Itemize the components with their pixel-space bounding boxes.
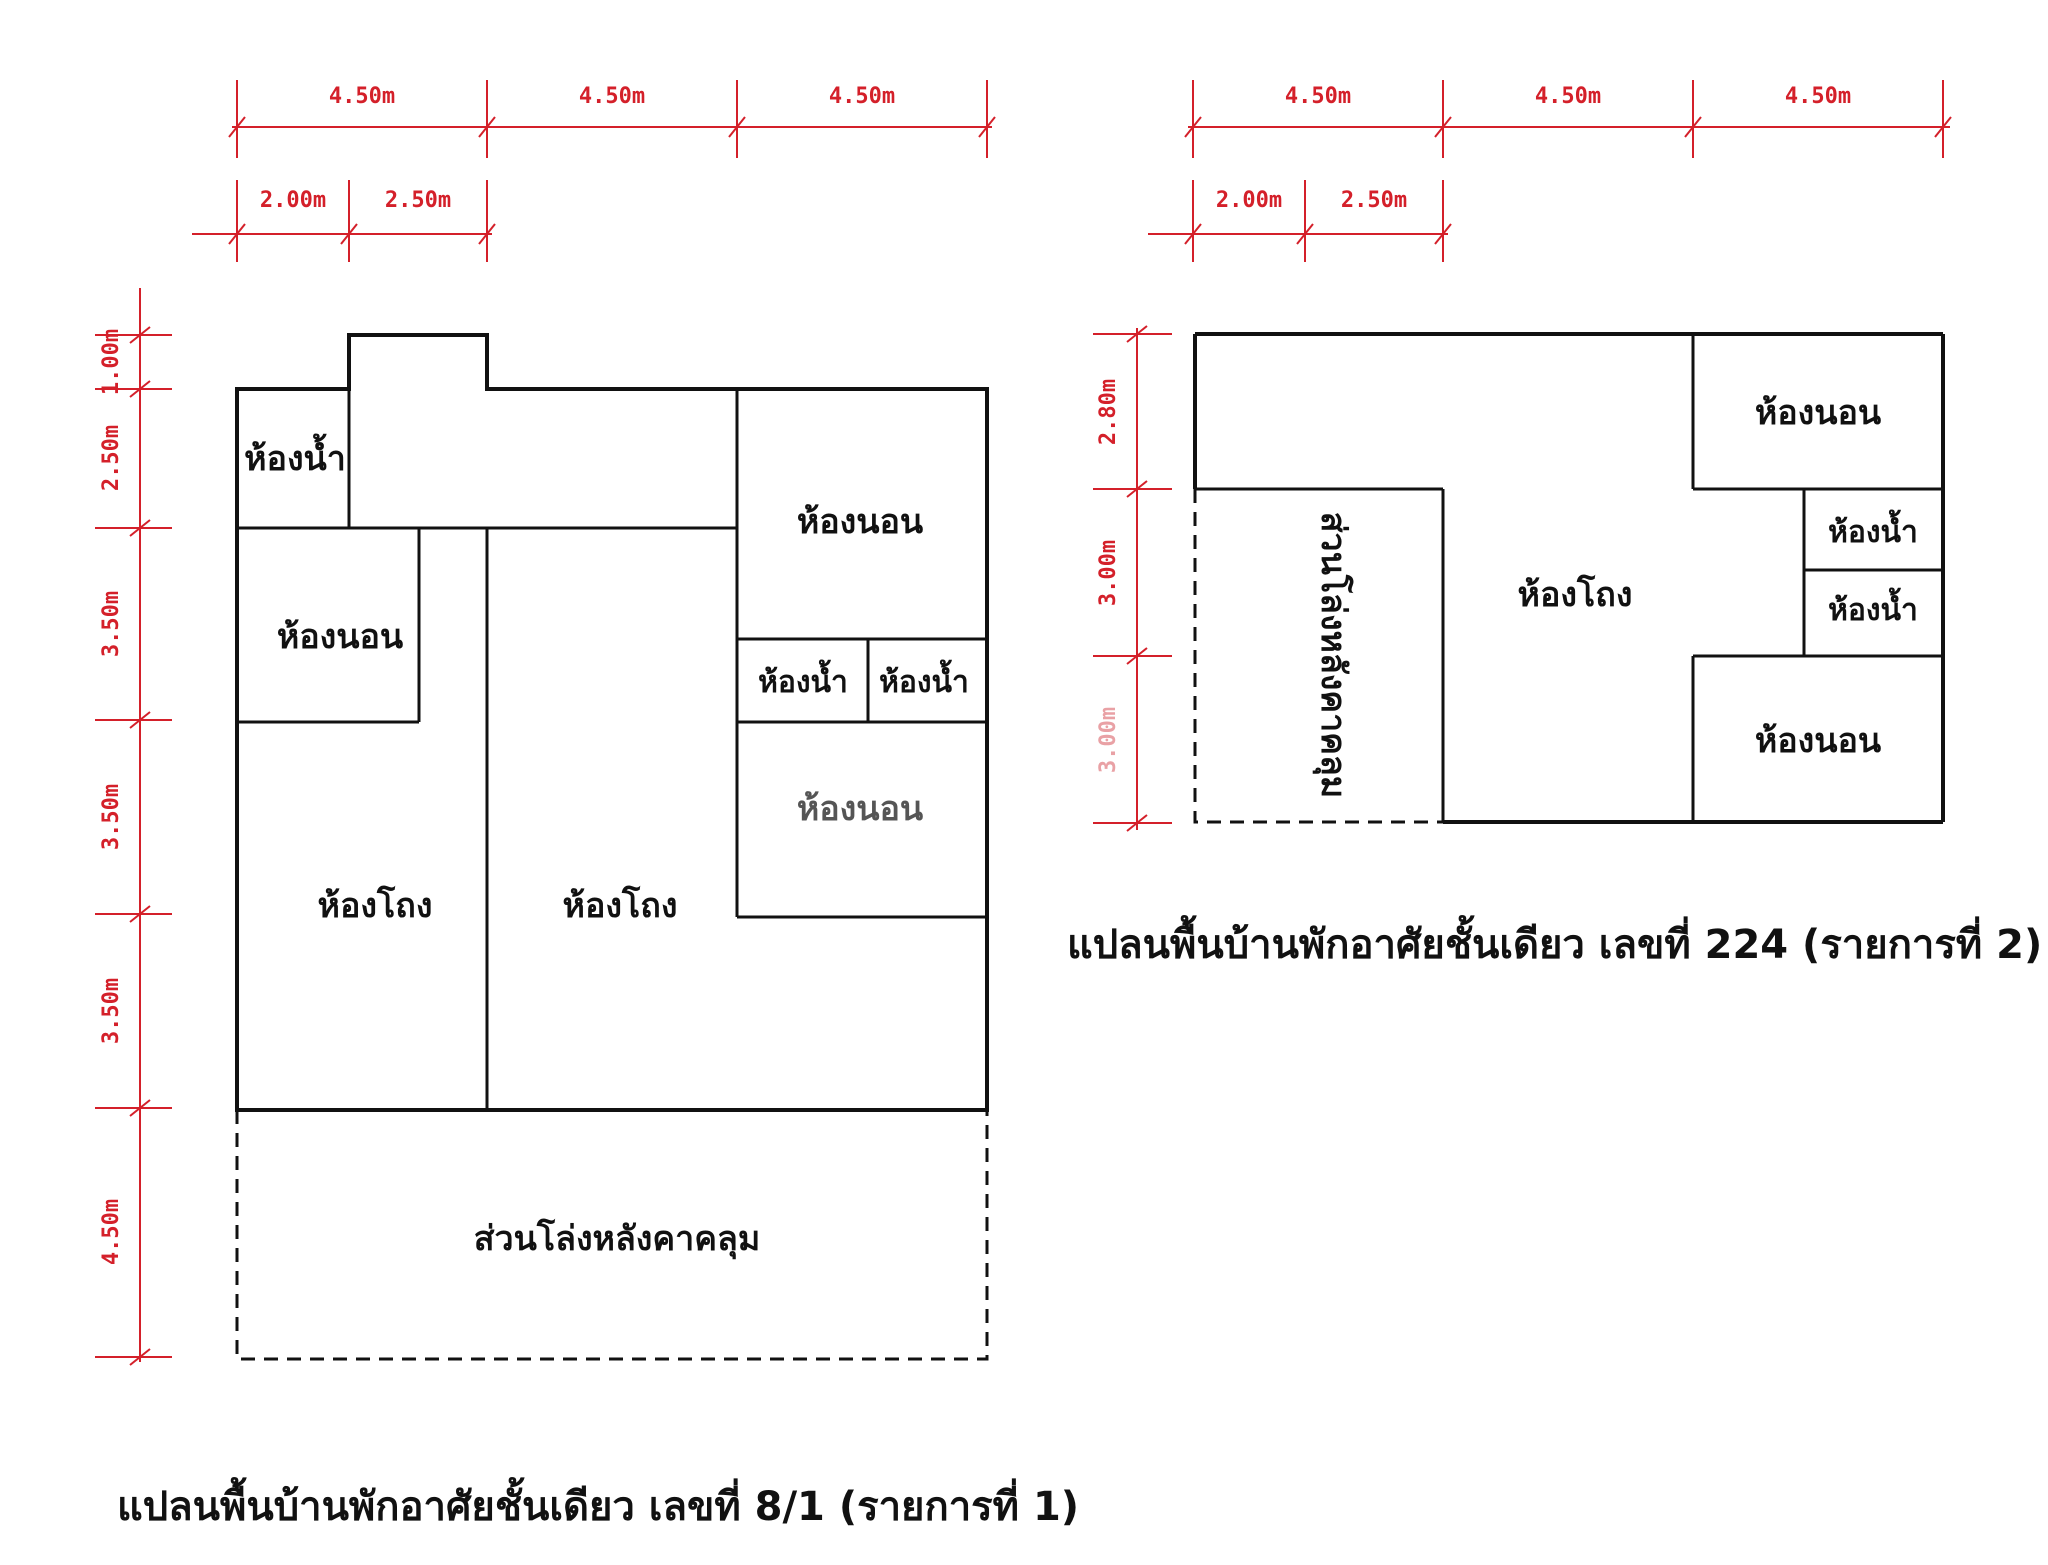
plan-1-room-labels: ห้องน้ำ ห้องนอน ห้องนอน ห้องน้ำ ห้องน้ำ … xyxy=(244,433,969,1260)
plan-2-dim-top-3: 4.50m xyxy=(1785,84,1851,109)
plan-2-room-hall: ห้องโถง xyxy=(1518,574,1633,615)
plan-2-dim-left-1: 2.80m xyxy=(1096,379,1121,445)
plan-1-room-covered-area: ส่วนโล่งหลังคาคลุม xyxy=(474,1218,760,1260)
plan-2-dim-top-2: 4.50m xyxy=(1535,84,1601,109)
plan-1-dim-sub-2: 2.50m xyxy=(385,188,451,213)
plan-1-room-bath-right-2: ห้องน้ำ xyxy=(879,659,969,700)
plan-1-room-bath-right-1: ห้องน้ำ xyxy=(758,659,848,700)
plan-2-sub-dimensions: 2.00m 2.50m xyxy=(1148,180,1452,262)
plan-1-room-bed-top-right: ห้องนอน xyxy=(797,502,923,542)
plan-1-top-dimensions: 4.50m 4.50m 4.50m xyxy=(228,80,996,158)
plan-1-dim-top-2: 4.50m xyxy=(579,84,645,109)
plan-1-room-hall-center: ห้องโถง xyxy=(563,885,678,926)
plan-1-dim-left-3: 3.50m xyxy=(99,591,124,657)
plan-2-room-bed-top: ห้องนอน xyxy=(1755,393,1881,433)
plan-1-dim-left-4: 3.50m xyxy=(99,784,124,850)
plan-1: 4.50m 4.50m 4.50m 2.00m 2.50m xyxy=(95,80,1079,1530)
plan-1-dim-top-1: 4.50m xyxy=(329,84,395,109)
plan-2-dim-sub-2: 2.50m xyxy=(1341,188,1407,213)
plan-2-room-covered-area: ส่วนโล่งหลังคาคลุม xyxy=(1312,512,1354,798)
plan-2-room-labels: ห้องนอน ห้องน้ำ ห้องน้ำ ห้องนอน ห้องโถง … xyxy=(1312,393,1918,798)
plan-2: 4.50m 4.50m 4.50m 2.00m 2.50m xyxy=(1067,80,2042,968)
plan-1-room-bed-right-lower: ห้องนอน xyxy=(797,789,923,829)
plan-2-dim-left-3: 3.00m xyxy=(1096,707,1121,773)
plan-1-dim-left-2: 2.50m xyxy=(99,425,124,491)
plan-2-room-bath-1: ห้องน้ำ xyxy=(1828,509,1918,550)
plan-1-room-hall-left: ห้องโถง xyxy=(318,885,433,926)
plan-1-room-bed-left: ห้องนอน xyxy=(277,617,403,657)
plan-1-dim-left-5: 3.50m xyxy=(99,978,124,1044)
plan-1-walls xyxy=(235,333,989,1361)
plan-2-walls xyxy=(1193,332,1945,824)
plan-1-dim-sub-1: 2.00m xyxy=(260,188,326,213)
plan-2-left-dimensions: 2.80m 3.00m 3.00m xyxy=(1093,325,1172,832)
plan-2-dim-left-2: 3.00m xyxy=(1096,540,1121,606)
plan-2-top-dimensions: 4.50m 4.50m 4.50m xyxy=(1184,80,1952,158)
plan-2-room-bed-bottom: ห้องนอน xyxy=(1755,721,1881,761)
plan-2-dim-top-1: 4.50m xyxy=(1285,84,1351,109)
plan-1-dim-left-1: 1.00m xyxy=(99,329,124,395)
plan-1-title: แปลนพื้นบ้านพักอาศัยชั้นเดียว เลขที่ 8/1… xyxy=(117,1477,1079,1530)
plan-2-dim-sub-1: 2.00m xyxy=(1216,188,1282,213)
plan-2-room-bath-2: ห้องน้ำ xyxy=(1828,587,1918,628)
plan-2-title: แปลนพื้นบ้านพักอาศัยชั้นเดียว เลขที่ 224… xyxy=(1067,915,2042,968)
plan-1-room-bath-top-left: ห้องน้ำ xyxy=(244,433,346,479)
plan-1-dim-top-3: 4.50m xyxy=(829,84,895,109)
plan-1-dim-left-6: 4.50m xyxy=(99,1199,124,1265)
plan-1-left-dimensions: 1.00m 2.50m 3.50m 3.50m 3.50m 4.50m xyxy=(95,288,172,1366)
plan-1-sub-dimensions: 2.00m 2.50m xyxy=(192,180,496,262)
